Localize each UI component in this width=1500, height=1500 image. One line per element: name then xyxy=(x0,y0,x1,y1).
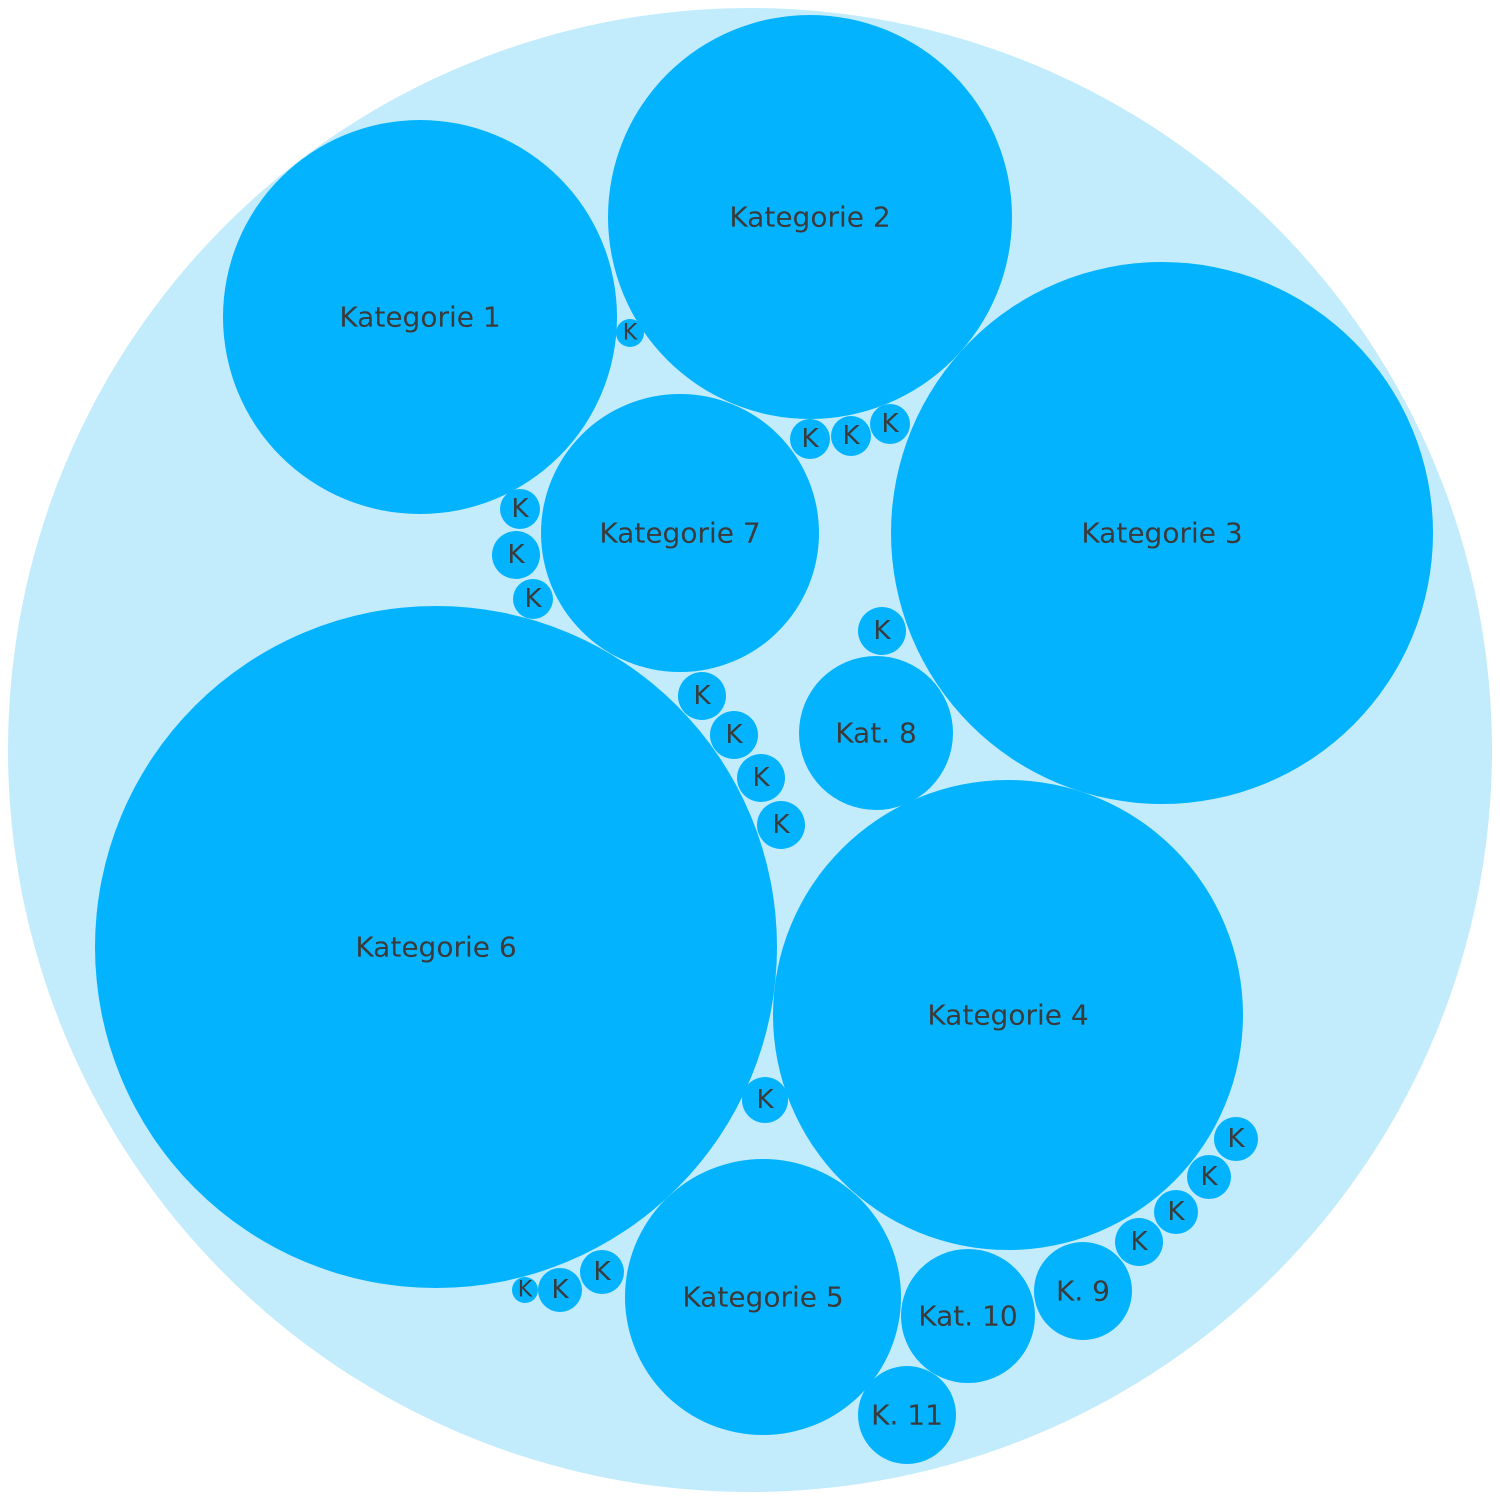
bubble-9[interactable] xyxy=(901,1249,1035,1383)
bubble-label-19: K xyxy=(693,681,711,711)
bubble-label-17: K xyxy=(524,584,542,614)
bubble-26[interactable] xyxy=(1154,1190,1198,1234)
bubble-label-23: K xyxy=(756,1085,774,1115)
bubble-label-14: K xyxy=(881,409,899,439)
bubble-1[interactable] xyxy=(608,15,1012,419)
bubble-2[interactable] xyxy=(891,262,1433,804)
bubble-6[interactable] xyxy=(541,394,819,672)
bubble-label-0: Kategorie 1 xyxy=(339,301,500,334)
bubble-label-22: K xyxy=(772,810,790,840)
bubble-20[interactable] xyxy=(710,711,758,759)
bubble-11[interactable] xyxy=(616,319,644,347)
bubble-label-28: K xyxy=(593,1257,611,1287)
bubble-label-5: Kategorie 6 xyxy=(355,931,516,964)
bubble-13[interactable] xyxy=(831,416,871,456)
bubble-label-6: Kategorie 7 xyxy=(599,517,760,550)
bubble-8[interactable] xyxy=(1034,1242,1132,1340)
bubble-label-3: Kategorie 4 xyxy=(927,999,1088,1032)
bubble-30[interactable] xyxy=(512,1277,538,1303)
bubble-label-25: K xyxy=(1200,1162,1218,1192)
bubble-18[interactable] xyxy=(858,607,906,655)
bubble-10[interactable] xyxy=(858,1366,956,1464)
bubble-22[interactable] xyxy=(757,801,805,849)
bubble-23[interactable] xyxy=(742,1077,788,1123)
bubble-29[interactable] xyxy=(538,1268,582,1312)
bubble-label-13: K xyxy=(842,421,860,451)
bubble-0[interactable] xyxy=(223,120,617,514)
bubble-7[interactable] xyxy=(799,656,953,810)
bubble-24[interactable] xyxy=(1214,1117,1258,1161)
bubble-label-9: Kat. 10 xyxy=(918,1300,1017,1333)
bubble-label-11: K xyxy=(623,321,638,346)
bubble-3[interactable] xyxy=(773,780,1243,1250)
bubble-21[interactable] xyxy=(737,754,785,802)
bubble-15[interactable] xyxy=(500,489,540,529)
bubble-4[interactable] xyxy=(625,1159,901,1435)
bubble-label-29: K xyxy=(551,1275,569,1305)
bubble-label-8: K. 9 xyxy=(1056,1275,1110,1308)
bubble-25[interactable] xyxy=(1187,1155,1231,1199)
bubble-17[interactable] xyxy=(513,579,553,619)
bubble-label-30: K xyxy=(518,1278,533,1303)
bubble-layer xyxy=(95,15,1433,1464)
bubble-label-16: K xyxy=(507,540,525,570)
bubble-label-21: K xyxy=(752,763,770,793)
label-layer: Kategorie 1 Kategorie 2 Kategorie 3 Kategor… xyxy=(339,201,1245,1432)
bubble-27[interactable] xyxy=(1115,1218,1163,1266)
bubble-label-4: Kategorie 5 xyxy=(682,1281,843,1314)
bubble-label-10: K. 11 xyxy=(871,1399,943,1432)
bubble-label-24: K xyxy=(1227,1124,1245,1154)
bubble-14[interactable] xyxy=(870,404,910,444)
bubble-16[interactable] xyxy=(492,531,540,579)
bubble-5[interactable] xyxy=(95,606,777,1288)
bubble-label-20: K xyxy=(725,720,743,750)
bubble-28[interactable] xyxy=(580,1250,624,1294)
bubble-label-27: K xyxy=(1130,1227,1148,1257)
bubble-label-1: Kategorie 2 xyxy=(729,201,890,234)
bubble-label-26: K xyxy=(1167,1197,1185,1227)
bubble-label-7: Kat. 8 xyxy=(835,717,917,750)
bubble-19[interactable] xyxy=(678,672,726,720)
bubble-label-15: K xyxy=(511,494,529,524)
bubble-12[interactable] xyxy=(790,419,830,459)
bubble-label-12: K xyxy=(801,424,819,454)
bubble-label-2: Kategorie 3 xyxy=(1081,517,1242,550)
bubble-label-18: K xyxy=(873,616,891,646)
